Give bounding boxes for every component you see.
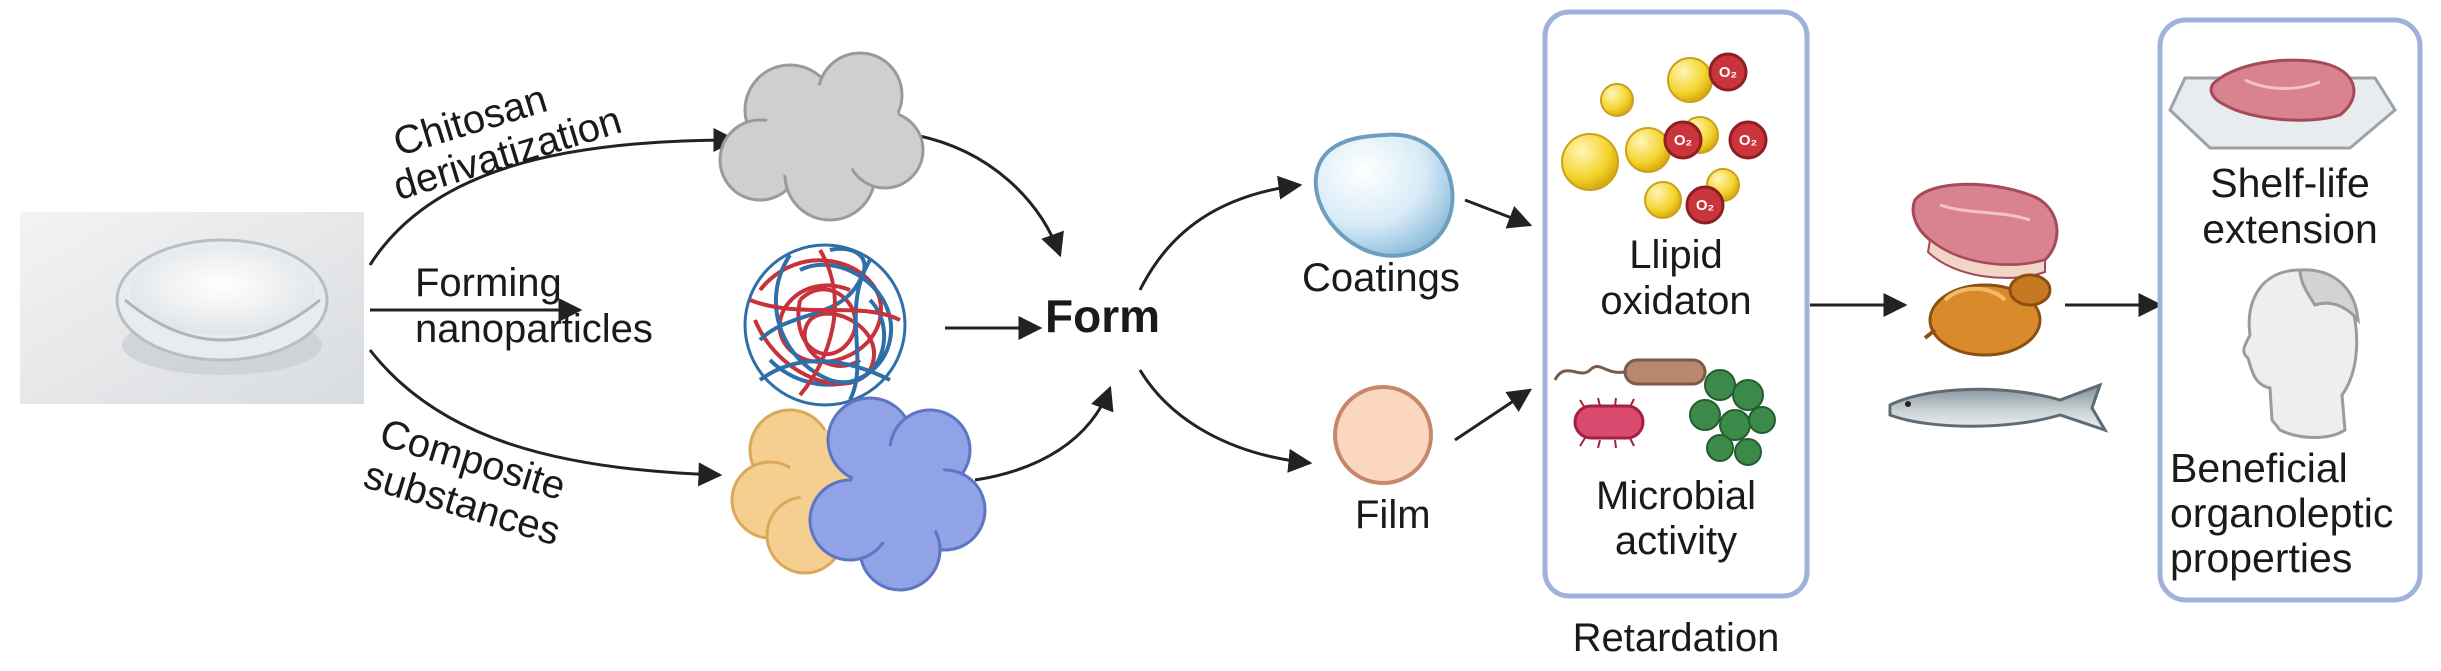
arrow-to-derivatization — [368, 128, 738, 266]
beneficial-line3: properties — [2170, 535, 2353, 581]
arrow-form-to-coatings — [1138, 175, 1303, 291]
bacteria-icon — [1553, 358, 1776, 466]
composite-blob-icon — [730, 396, 987, 592]
branch-arrows — [368, 128, 2163, 487]
microbial-label-line2: activity — [1614, 519, 1738, 563]
human-head-icon — [2242, 268, 2360, 439]
shelf-life-line1: Shelf-life — [2210, 160, 2370, 206]
coatings-label: Coatings — [1302, 256, 1460, 300]
beneficial-line2: organoleptic — [2170, 490, 2394, 536]
beneficial-line1: Beneficial — [2170, 445, 2348, 491]
arrow-derivative-to-form — [914, 133, 1064, 258]
retardation-caption: Retardation — [1572, 616, 1780, 660]
form-label: Form — [1045, 290, 1160, 342]
tangled-nanoparticle-icon — [743, 243, 907, 407]
chitosan-powder-bowl-icon — [20, 212, 364, 404]
arrow-form-to-film — [1138, 369, 1313, 473]
coating-bubble-icon — [1313, 132, 1455, 258]
o2-label: O₂ — [1696, 197, 1714, 214]
arrow-film-to-box — [1454, 388, 1532, 442]
nanoparticles-label: nanoparticles — [415, 307, 653, 351]
microbial-label-line1: Microbial — [1595, 474, 1757, 518]
arrow-to-composite — [368, 349, 723, 487]
lipid-label-line2: oxidaton — [1600, 279, 1752, 323]
fish-icon — [1888, 382, 2109, 433]
shelf-life-line2: extension — [2202, 206, 2378, 252]
o2-label: O₂ — [1674, 132, 1692, 149]
forming-label: Forming — [415, 261, 562, 305]
retardation-box — [1542, 9, 1810, 599]
film-disc-icon — [1333, 385, 1433, 485]
o2-label: O₂ — [1719, 64, 1737, 81]
packaged-meat-icon — [2168, 58, 2397, 150]
arrow-coatings-to-box — [1464, 198, 1533, 229]
o2-molecule-icon: O₂ O₂ O₂ O₂ — [1663, 52, 1768, 225]
o2-label: O₂ — [1739, 132, 1757, 149]
arrow-composite-to-form — [974, 385, 1114, 482]
outcomes-box — [2157, 17, 2423, 603]
film-label: Film — [1355, 493, 1431, 537]
lipid-label-line1: Llipid — [1629, 233, 1723, 277]
roast-chicken-icon — [1923, 273, 2052, 357]
steak-icon — [1911, 182, 2059, 279]
gray-cloud-particle-icon — [718, 51, 925, 222]
